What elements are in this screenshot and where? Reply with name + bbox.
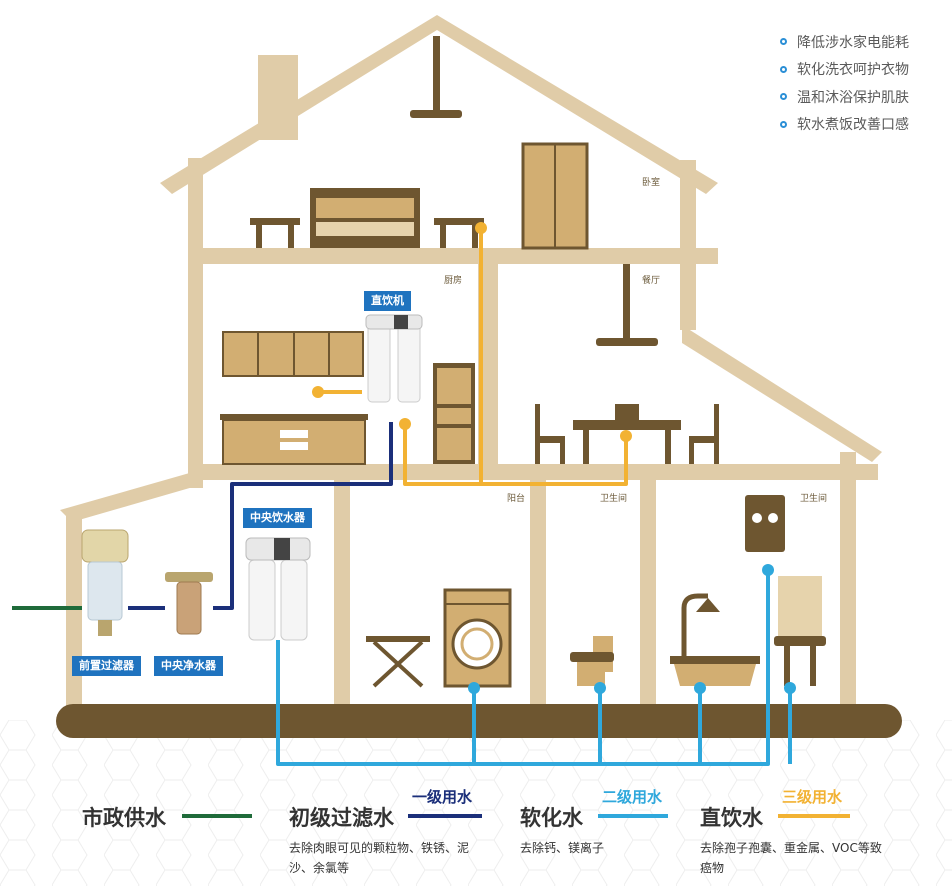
central-purifier-device bbox=[165, 572, 213, 635]
legend-municipal-line bbox=[182, 814, 252, 818]
legend-softened-sub: 二级用水 bbox=[602, 788, 663, 806]
ground-beam bbox=[56, 704, 902, 738]
chair-icon bbox=[714, 404, 719, 464]
benefit-item: 温和沐浴保护肌肤 bbox=[780, 83, 909, 111]
bullet-icon bbox=[780, 65, 787, 73]
legend-municipal-title: 市政供水 bbox=[82, 806, 166, 830]
room-label-bathroom: 卫生间 bbox=[600, 494, 628, 504]
bedroom-furniture bbox=[250, 36, 589, 250]
benefit-list: 降低涉水家电能耗 软化洗衣呵护衣物 温和沐浴保护肌肤 软水煮饭改善口感 bbox=[780, 28, 909, 138]
room-label-bathroom: 卫生间 bbox=[800, 494, 828, 504]
legend-softened-line bbox=[598, 814, 668, 818]
chair-icon bbox=[535, 404, 540, 464]
central-drinker-label: 中央饮水器 bbox=[243, 508, 312, 528]
central-drinker-device bbox=[245, 537, 311, 641]
bathtub-icon bbox=[670, 656, 760, 664]
drinking-pipe bbox=[403, 424, 628, 486]
nightstand-icon bbox=[250, 218, 300, 225]
legend-softened-desc: 去除钙、镁离子 bbox=[520, 841, 605, 855]
benefit-item: 降低涉水家电能耗 bbox=[780, 28, 909, 56]
dining-furniture bbox=[535, 264, 719, 464]
bullet-icon bbox=[780, 38, 787, 46]
legend-drinking-desc: 去除孢子孢囊、重金属、VOC等致癌物 bbox=[700, 841, 882, 875]
kitchen-furniture bbox=[220, 331, 475, 465]
nightstand-icon bbox=[434, 218, 484, 225]
ceiling-fan-icon bbox=[596, 338, 658, 346]
prefilter-device bbox=[81, 529, 129, 636]
softened-pipe bbox=[276, 570, 770, 766]
legend-primary-desc: 去除肉眼可见的颗粒物、铁锈、泥沙、余氯等 bbox=[289, 841, 470, 875]
legend-primary-line bbox=[408, 814, 482, 818]
direct-drinker-label: 直饮机 bbox=[364, 291, 411, 311]
legend-primary-sub: 一级用水 bbox=[412, 788, 473, 806]
direct-drinker-device bbox=[365, 314, 423, 403]
legend-drinking-line bbox=[778, 814, 850, 818]
legend-primary-title: 初级过滤水 bbox=[289, 806, 394, 830]
prefilter-label: 前置过滤器 bbox=[72, 656, 141, 676]
room-label-kitchen: 厨房 bbox=[444, 276, 463, 286]
balcony-furniture bbox=[366, 588, 512, 688]
bullet-icon bbox=[780, 93, 787, 101]
legend-drinking-sub: 三级用水 bbox=[782, 788, 843, 806]
dining-table-icon bbox=[573, 420, 681, 430]
primary-pipe bbox=[213, 422, 393, 610]
bathroom1-furniture bbox=[570, 636, 614, 686]
drying-rack-icon bbox=[366, 636, 430, 642]
room-label-bedroom: 卧室 bbox=[642, 178, 661, 188]
ceiling-fan-icon bbox=[410, 110, 462, 118]
benefit-item: 软水煮饭改善口感 bbox=[780, 111, 909, 139]
bathroom2-furniture bbox=[670, 495, 826, 686]
shower-icon bbox=[681, 593, 708, 660]
legend-softened-title: 软化水 bbox=[520, 806, 583, 830]
room-label-balcony: 阳台 bbox=[507, 494, 526, 504]
bullet-icon bbox=[780, 120, 787, 128]
room-label-dining: 餐厅 bbox=[642, 276, 661, 286]
water-heater-icon bbox=[745, 495, 785, 552]
sink-mirror-icon bbox=[778, 576, 822, 636]
central-purifier-label: 中央净水器 bbox=[154, 656, 223, 676]
legend-drinking-title: 直饮水 bbox=[700, 806, 763, 830]
benefit-item: 软化洗衣呵护衣物 bbox=[780, 56, 909, 84]
